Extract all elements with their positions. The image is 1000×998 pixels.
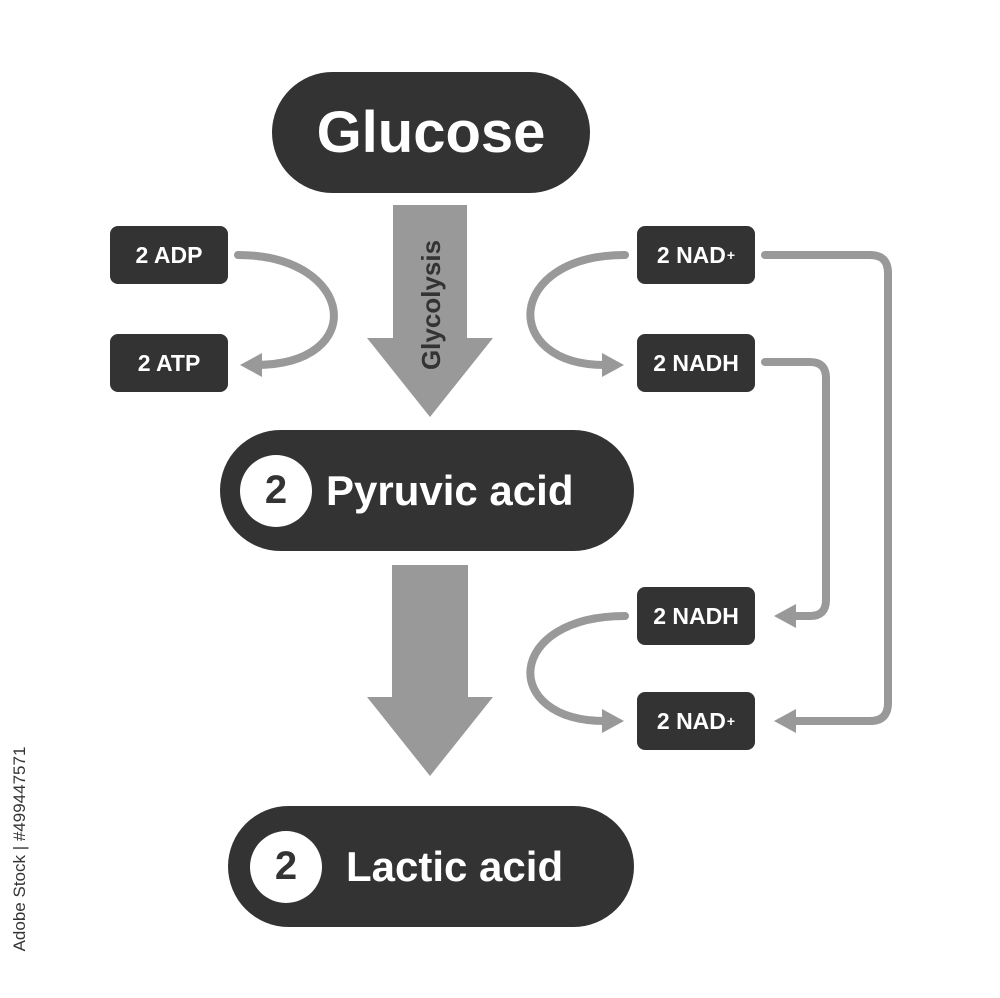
nadh-to-nad-arrow — [526, 612, 629, 725]
nad-bottom-badge: 2 NAD+ — [637, 692, 755, 750]
nad-top-superscript: + — [726, 247, 736, 263]
adp-to-atp-arrow — [234, 251, 338, 369]
nad-bottom-left-arrowhead — [602, 709, 624, 733]
nadh-bottom-arrowhead — [774, 604, 796, 628]
nad-top-label: 2 NAD — [656, 241, 726, 268]
nadh-bottom-badge: 2 NADH — [637, 587, 755, 645]
pyruvic-acid-label: Pyruvic acid — [326, 466, 574, 514]
glycolysis-arrow — [367, 205, 493, 417]
lactic-acid-label: Lactic acid — [346, 842, 564, 890]
nad-to-nadh-arrow — [526, 251, 629, 369]
fermentation-arrow — [367, 565, 493, 776]
atp-badge: 2 ATP — [110, 334, 228, 392]
atp-arrowhead — [240, 353, 262, 377]
pyruvic-acid-node: 2 Pyruvic acid — [220, 430, 634, 551]
stock-id-label: Adobe Stock | #499447571 — [10, 746, 29, 952]
lactic-count: 2 — [274, 844, 298, 888]
nadh-bottom-label: 2 NADH — [653, 602, 739, 629]
lactic-acid-node: 2 Lactic acid — [228, 806, 634, 927]
nadh-top-badge: 2 NADH — [637, 334, 755, 392]
pyruvic-count-circle: 2 — [240, 454, 312, 527]
nadh-top-label: 2 NADH — [653, 349, 739, 376]
nad-bottom-superscript: + — [726, 713, 736, 729]
atp-label: 2 ATP — [137, 349, 201, 376]
lactic-count-circle: 2 — [250, 830, 322, 903]
nad-top-badge: 2 NAD+ — [637, 226, 755, 284]
nad-bottom-label: 2 NAD — [656, 707, 726, 734]
adp-badge: 2 ADP — [110, 226, 228, 284]
nad-bottom-right-arrowhead — [774, 709, 796, 733]
adp-label: 2 ADP — [135, 241, 203, 268]
nadh-transfer-line — [761, 358, 830, 620]
glucose-label: Glucose — [316, 100, 546, 165]
glucose-node: Glucose — [272, 72, 590, 193]
nad-recycle-line — [761, 251, 892, 725]
glycolysis-label: Glycolysis — [416, 239, 446, 371]
nadh-top-arrowhead — [602, 353, 624, 377]
pyruvic-count: 2 — [264, 468, 288, 512]
